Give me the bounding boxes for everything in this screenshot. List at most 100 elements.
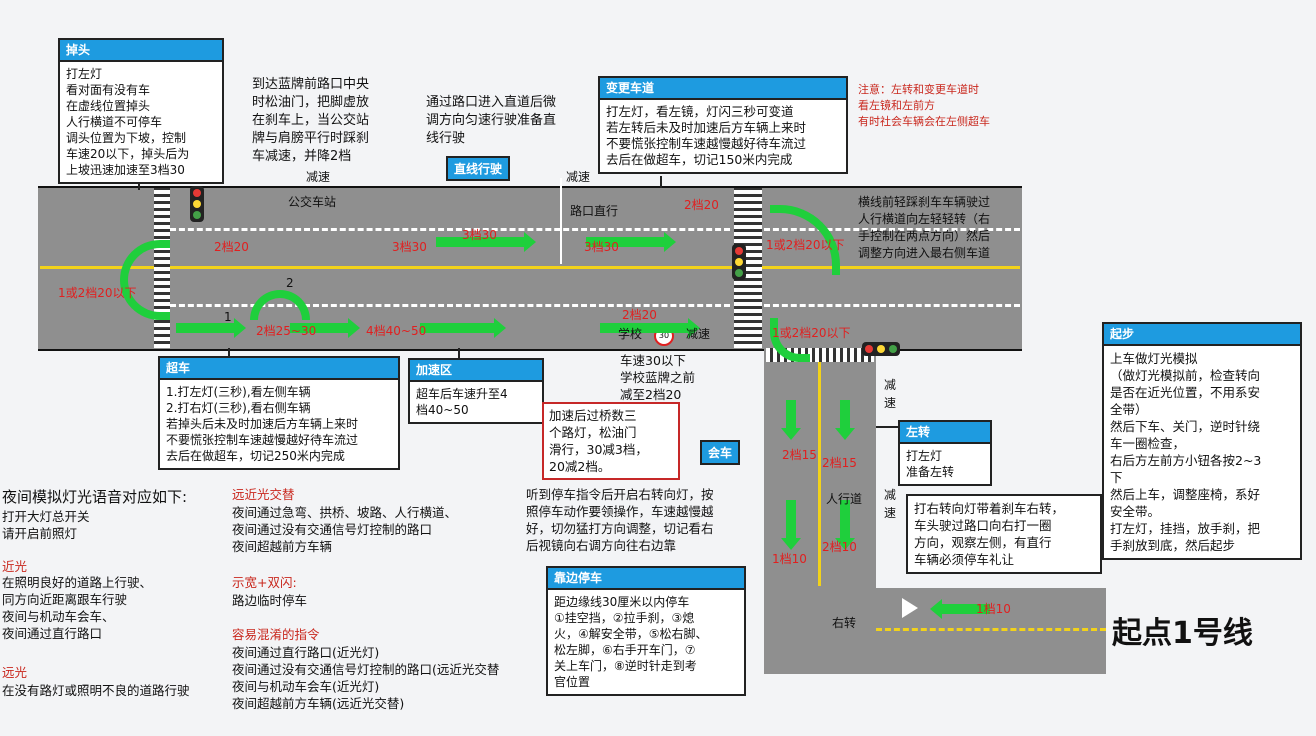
- uturn-arrow: [120, 240, 170, 320]
- route-arrow: [930, 599, 990, 619]
- start-triangle-icon: [902, 598, 918, 618]
- note-title: 超车: [160, 358, 398, 380]
- turn-arrow: [770, 318, 810, 362]
- right-turn-label: 右转: [832, 616, 857, 630]
- gear-label: 2档25~30: [256, 324, 317, 338]
- right-turn-tip: 横线前轻踩刹车车辆驶过 人行横道向左轻轻转（右 手控制在两点方向）然后 调整方向…: [858, 195, 991, 260]
- slow-label: 减: [884, 488, 897, 502]
- traffic-light-icon: [862, 342, 900, 356]
- note-title: 起步: [1104, 324, 1300, 346]
- straight-drive-label: 直线行驶: [446, 156, 511, 181]
- note-body: 1.打左灯(三秒),看左侧车辆 2.打右灯(三秒),看右侧车辆 若掉头后未及时加…: [166, 385, 359, 463]
- right-turn-light-tip-box: 打右转向灯带着刹车右转， 车头驶过路口向右打一圈 方向，观察左侧，有直行 车辆必…: [906, 494, 1102, 574]
- school-tip: 车速30以下 学校蓝牌之前 减至2档20: [620, 353, 696, 402]
- route-arrow: [586, 232, 676, 252]
- gear-label: 2档20: [684, 198, 719, 212]
- road-edge-bottom: [38, 349, 764, 351]
- gear-label: 1或2档20以下: [58, 286, 137, 300]
- confuse-title: 容易混淆的指令: [232, 627, 320, 642]
- route-arrow: [176, 318, 246, 338]
- warning-text: 注意：左转和变更车道时 看左镜和左前方 有时社会车辆会在左侧超车: [858, 83, 990, 128]
- lane-change-note: 变更车道 打左灯，看左镜，灯闪三秒可变道 若左转后未及时加速后方车辆上来时 不要…: [598, 76, 848, 174]
- traffic-light-icon: [190, 186, 204, 222]
- crosswalk-label: 人行道: [826, 492, 863, 506]
- gear-label: 3档30: [392, 240, 427, 254]
- leader-line: [876, 426, 898, 428]
- slow-label: 速: [884, 506, 897, 520]
- low-beam-body: 在照明良好的道路上行驶、 同方向近距离跟车行驶 夜间与机动车会车、 夜间通过直行…: [2, 575, 153, 641]
- note-body: 打左灯，看左镜，灯闪三秒可变道 若左转后未及时加速后方车辆上来时 不要慌张控制车…: [606, 104, 807, 167]
- intersection-label: 路口直行: [570, 204, 619, 218]
- start-line-yellow: [876, 628, 1106, 631]
- gear-label: 1档10: [772, 552, 807, 566]
- slow-label: 减速: [686, 327, 711, 341]
- accel-note: 加速区 超车后车速升至4 档40~50: [408, 358, 544, 424]
- alt-beam-body: 夜间通过急弯、拱桥、坡路、人行横道、 夜间通过没有交通信号灯控制的路口 夜间超越…: [232, 505, 458, 554]
- night-title: 夜间模拟灯光语音对应如下:: [2, 488, 188, 506]
- note-title: 加速区: [410, 360, 542, 382]
- straight-tip: 通过路口进入直道后微 调方向匀速行驶准备直 线行驶: [426, 95, 557, 146]
- night-open: 打开大灯总开关 请开启前照灯: [2, 509, 90, 541]
- note-title: 左转: [900, 422, 990, 444]
- note-body: 打左灯 看对面有没有车 在虚线位置掉头 人行横道不可停车 调头位置为下坡，控制 …: [66, 67, 190, 177]
- high-beam-title: 远光: [2, 665, 28, 680]
- leader-line: [660, 176, 662, 188]
- left-turn-note: 左转 打左灯 准备左转: [898, 420, 992, 486]
- note-body: 超车后车速升至4 档40~50: [416, 387, 508, 417]
- bus-stop-tip: 到达蓝牌前路口中央 时松油门，把脚虚放 在刹车上，当公交站 牌与肩膀平行时踩刹 …: [252, 77, 370, 164]
- note-body: 上车做灯光模拟 （做灯光模拟前，检查转向 是否在近光位置，不用系安 全带） 然后…: [1110, 351, 1262, 553]
- gear-label: 3档30: [584, 240, 619, 254]
- right-turn-light-tip: 打右转向灯带着刹车右转， 车头驶过路口向右打一圈 方向，观察左侧，有直行 车辆必…: [914, 501, 1065, 567]
- uturn-note: 掉头 打左灯 看对面有没有车 在虚线位置掉头 人行横道不可停车 调头位置为下坡，…: [58, 38, 224, 184]
- stop-note: 靠边停车 距边缘线30厘米以内停车 ①挂空挡，②拉手刹，③熄 火，④解安全带，⑤…: [546, 566, 746, 696]
- start-note: 起步 上车做灯光模拟 （做灯光模拟前，检查转向 是否在近光位置，不用系安 全带）…: [1102, 322, 1302, 560]
- note-title: 掉头: [60, 40, 222, 62]
- gear-label: 1或2档20以下: [766, 238, 845, 252]
- alt-beam-title: 远近光交替: [232, 487, 295, 502]
- leader-line: [458, 348, 460, 358]
- leader-line: [560, 178, 562, 264]
- route-arrow: [600, 318, 700, 338]
- marker-two: 2: [286, 276, 294, 290]
- low-beam-title: 近光: [2, 559, 28, 574]
- road-edge-top: [38, 186, 1022, 188]
- road-edge-bottom-right: [876, 349, 1022, 351]
- start-line-title: 起点1号线: [1112, 616, 1253, 651]
- school-label: 学校: [618, 327, 643, 341]
- meet-car-label: 会车: [700, 440, 741, 465]
- gear-label: 1档10: [976, 602, 1011, 616]
- marker-one: 1: [224, 310, 232, 324]
- gear-label: 2档20: [622, 308, 657, 322]
- slow-label: 减速: [306, 170, 331, 184]
- wide-light-title: 示宽+双闪:: [232, 575, 297, 590]
- bridge-tip-box: 加速后过桥数三 个路灯，松油门 滑行，30减3档， 20减2档。: [542, 402, 680, 480]
- vertical-center-line: [818, 360, 821, 586]
- route-arrow: [436, 232, 536, 252]
- leader-line: [228, 348, 230, 358]
- confuse-body: 夜间通过直行路口(近光灯) 夜间通过没有交通信号灯控制的路口(远近光交替 夜间与…: [232, 645, 500, 711]
- uturn-arrow: [250, 290, 310, 320]
- route-arrow: [420, 318, 506, 338]
- leader-line: [138, 182, 140, 190]
- lane-dash-1: [170, 228, 730, 231]
- pullover-tip: 听到停车指令后开启右转向灯，按 照停车动作要领操作，车速越慢越 好，切勿猛打方向…: [526, 487, 714, 553]
- center-line: [40, 266, 1020, 269]
- route-arrow: [781, 400, 801, 440]
- note-body: 打左灯 准备左转: [906, 449, 955, 479]
- note-title: 靠边停车: [548, 568, 744, 590]
- high-beam-body: 在没有路灯或照明不良的道路行驶: [2, 683, 190, 698]
- overtake-note: 超车 1.打左灯(三秒),看左侧车辆 2.打右灯(三秒),看右侧车辆 若掉头后未…: [158, 356, 400, 470]
- note-body: 距边缘线30厘米以内停车 ①挂空挡，②拉手刹，③熄 火，④解安全带，⑤松右脚、 …: [554, 595, 708, 689]
- traffic-light-icon: [732, 244, 746, 280]
- gear-label: 2档15: [822, 456, 857, 470]
- bridge-tip: 加速后过桥数三 个路灯，松油门 滑行，30减3档， 20减2档。: [549, 408, 648, 474]
- gear-label: 2档10: [822, 540, 857, 554]
- slow-label: 速: [884, 396, 897, 410]
- route-arrow: [835, 500, 855, 550]
- route-arrow: [290, 318, 360, 338]
- gear-label: 3档30: [462, 228, 497, 242]
- gear-label: 4档40~50: [366, 324, 427, 338]
- lane-dash-4: [764, 228, 1020, 231]
- wide-light-body: 路边临时停车: [232, 593, 308, 608]
- slow-label: 减: [884, 378, 897, 392]
